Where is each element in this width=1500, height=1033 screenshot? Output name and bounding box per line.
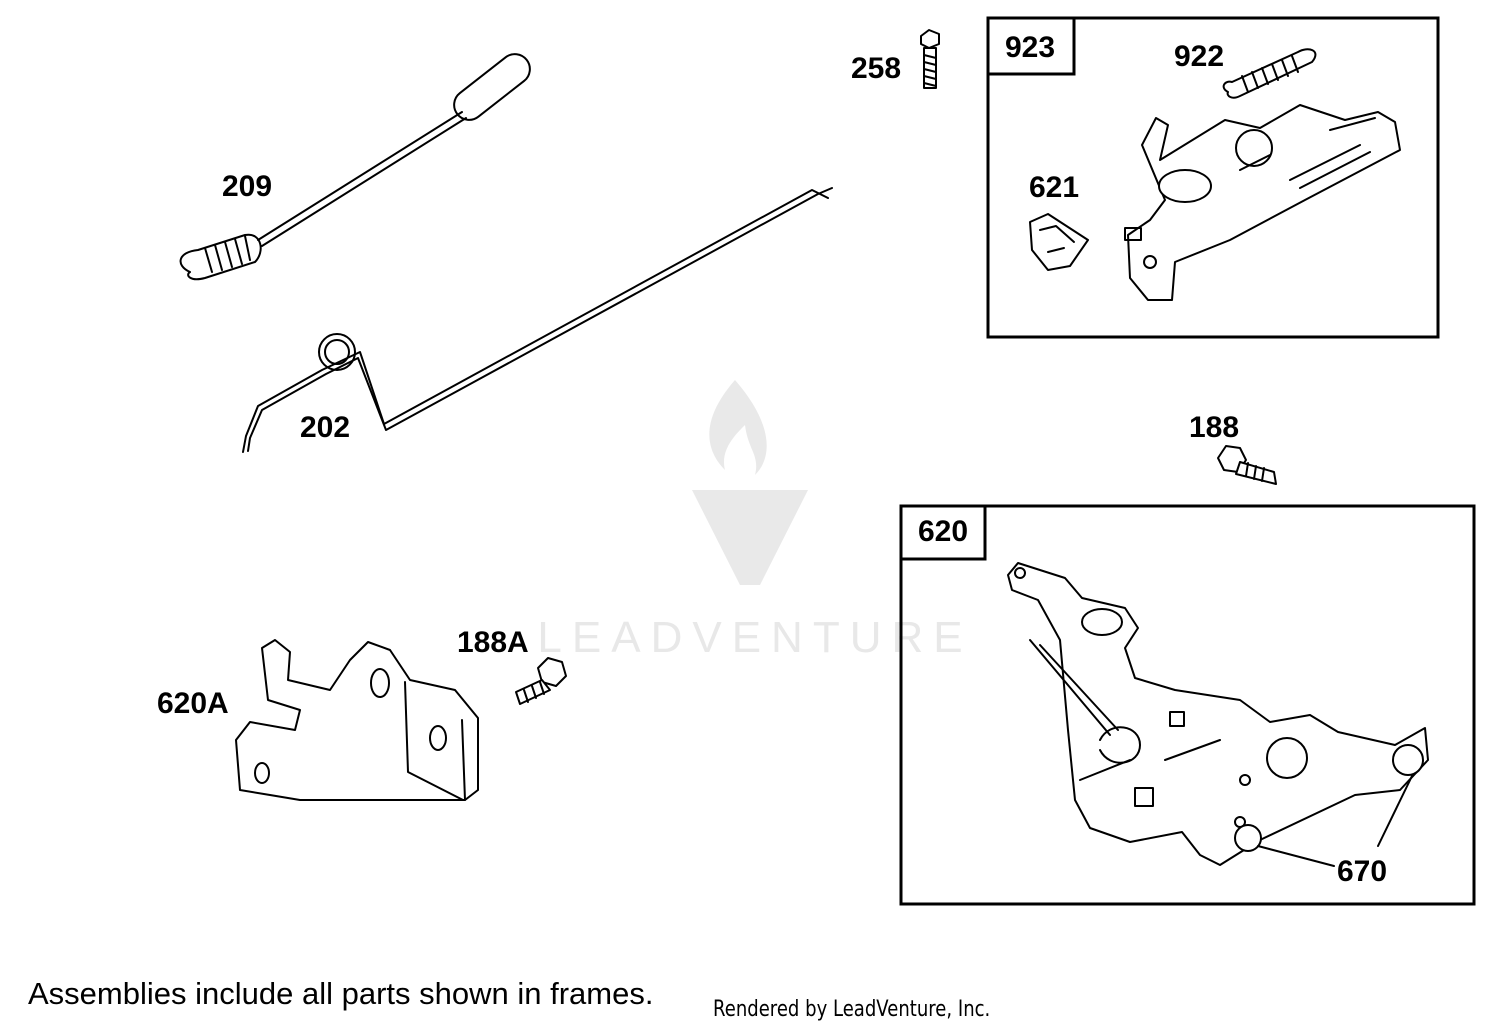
frame-620: [899, 504, 1476, 906]
leader-670-a: [1257, 845, 1335, 867]
label-620: 620: [918, 515, 968, 548]
leadventure-flame-logo: [692, 380, 808, 585]
assemblies-note: Assemblies include all parts shown in fr…: [28, 976, 654, 1011]
label-202: 202: [300, 411, 350, 444]
part-258-bolt[interactable]: [920, 29, 940, 89]
label-620A: 620A: [157, 687, 229, 720]
label-923: 923: [1005, 31, 1055, 64]
label-188: 188: [1189, 411, 1239, 444]
label-621: 621: [1029, 171, 1079, 204]
leader-670-b: [1377, 775, 1413, 847]
render-credit: Rendered by LeadVenture, Inc.: [713, 997, 991, 1022]
label-922: 922: [1174, 40, 1224, 73]
label-258: 258: [851, 52, 901, 85]
part-621-clip[interactable]: [1029, 213, 1089, 271]
watermark: LEADVENTURE: [537, 380, 972, 662]
part-202-governor-rod[interactable]: [242, 187, 833, 453]
part-923-control-bracket[interactable]: [1124, 104, 1401, 301]
part-209-spring-link[interactable]: [179, 48, 536, 281]
label-670: 670: [1337, 855, 1387, 888]
frame-923: [986, 16, 1440, 339]
part-620-control-assembly[interactable]: [1007, 562, 1429, 866]
part-922-spring[interactable]: [1222, 48, 1317, 99]
label-209: 209: [222, 170, 272, 203]
part-188-bolt[interactable]: [1217, 445, 1277, 485]
label-188A: 188A: [457, 626, 529, 659]
part-188A-bolt[interactable]: [515, 657, 567, 705]
part-620A-bracket[interactable]: [235, 639, 479, 801]
watermark-text: LEADVENTURE: [537, 613, 972, 662]
